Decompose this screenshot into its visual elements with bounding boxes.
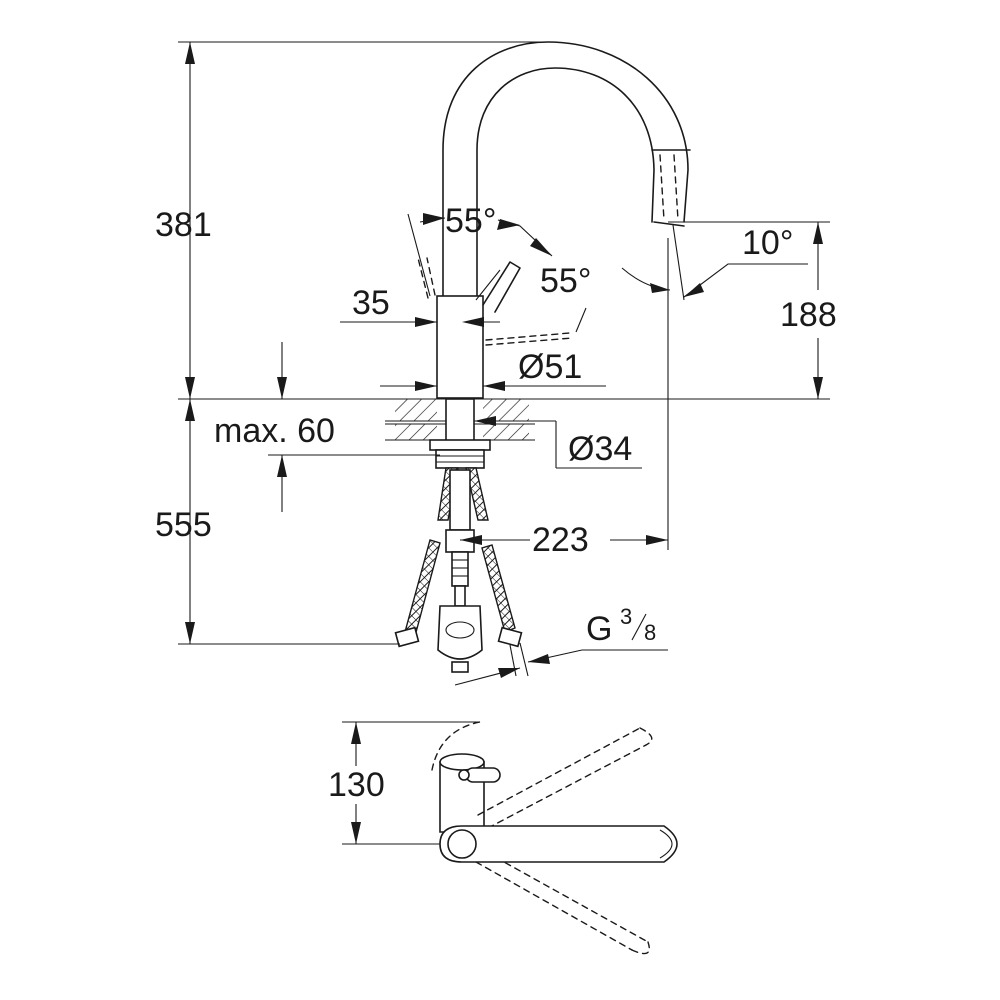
supply-hoses bbox=[394, 467, 529, 677]
label-lever-angle-side: 55° bbox=[540, 262, 591, 300]
thread-fraction-slash bbox=[631, 613, 647, 641]
label-plan-depth: 130 bbox=[328, 766, 385, 804]
label-height-below-deck: 555 bbox=[155, 506, 212, 544]
faucet-body bbox=[436, 295, 484, 399]
label-spout-outlet-height: 188 bbox=[780, 296, 837, 334]
label-connection-thread: G 3 8 bbox=[586, 604, 656, 648]
spout-gooseneck bbox=[442, 41, 691, 301]
thread-denominator: 8 bbox=[644, 620, 656, 645]
dimension-labels: 381 555 55° 55° 35 Ø51 Ø34 max. 60 223 1… bbox=[155, 202, 837, 804]
label-hole-diameter: Ø34 bbox=[568, 430, 632, 468]
label-lever-offset: 35 bbox=[352, 284, 390, 322]
label-spout-reach: 223 bbox=[532, 521, 589, 559]
label-deck-thickness: max. 60 bbox=[214, 412, 335, 450]
thread-numerator: 3 bbox=[620, 604, 632, 629]
label-spray-angle: 10° bbox=[742, 224, 793, 262]
dimension-lines bbox=[178, 41, 830, 686]
lever-handle bbox=[417, 257, 573, 346]
label-lever-angle-front: 55° bbox=[445, 202, 496, 240]
faucet-plan-view bbox=[342, 721, 678, 955]
label-height-above-deck: 381 bbox=[155, 206, 212, 244]
label-base-diameter: Ø51 bbox=[518, 348, 582, 386]
faucet-elevation bbox=[385, 41, 691, 677]
threaded-shank bbox=[429, 398, 491, 469]
pullout-hose-weight bbox=[437, 469, 483, 673]
thread-prefix: G bbox=[586, 610, 612, 648]
